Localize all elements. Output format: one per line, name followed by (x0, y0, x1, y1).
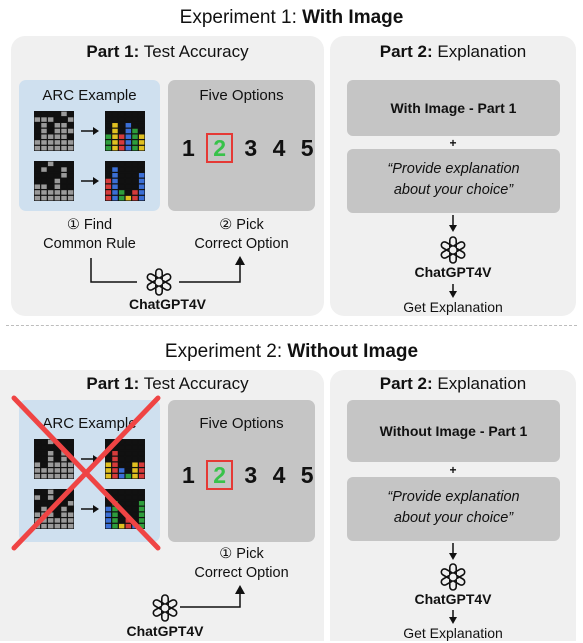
experiment-1-title-bold: With Image (302, 7, 404, 28)
exp1-option-3: 3 (244, 135, 258, 161)
exp2-option-3: 3 (244, 462, 258, 488)
exp1-options-label: Five Options (199, 87, 284, 104)
exp2-part2-box-title: Without Image - Part 1 (347, 400, 560, 462)
exp1-prompt-line2: about your choice” (393, 182, 514, 198)
exp2-part1-heading-rest: Test Accuracy (139, 374, 249, 393)
exp2-part1-flow-arrows (180, 585, 245, 608)
exp2-arc-label: ARC Example (42, 415, 137, 432)
exp1-arc-label: ARC Example (42, 87, 137, 104)
experiment-2-title: Experiment 2: Without Image (0, 341, 583, 363)
exp1-step2-line1: ② Pick (219, 217, 264, 233)
exp1-part2-plus: + (449, 136, 457, 150)
exp1-part2-heading: Part 2: Explanation (330, 42, 576, 62)
exp2-step1-label: ① Pick Correct Option (168, 545, 315, 583)
exp2-step1-line1: ① Pick (219, 546, 264, 562)
exp2-part2-panel: Part 2: Explanation Without Image - Part… (330, 370, 576, 641)
exp1-option-numbers: 1 2 3 4 5 (182, 133, 314, 163)
experiment-divider (6, 325, 577, 326)
exp2-option-1: 1 (182, 462, 195, 488)
exp1-option-1: 1 (182, 135, 195, 161)
exp2-prompt-line2: about your choice” (393, 510, 514, 526)
exp2-step1-line2: Correct Option (194, 565, 289, 581)
exp2-option-numbers: 1 2 3 4 5 (182, 460, 314, 490)
exp1-part2-heading-rest: Explanation (432, 42, 527, 61)
exp1-option-4: 4 (272, 135, 286, 161)
exp2-option-5: 5 (300, 462, 314, 488)
exp1-part2-arrows (449, 215, 457, 298)
exp2-part1-openai-logo-icon (152, 594, 178, 622)
exp1-part1-openai-logo-icon (146, 268, 172, 296)
exp2-part2-openai-logo-icon (440, 563, 466, 591)
exp2-part2-plus: + (449, 463, 457, 477)
exp1-part2-result: Get Explanation (403, 299, 503, 315)
exp1-part1-heading-rest: Test Accuracy (139, 42, 249, 61)
exp2-part2-result: Get Explanation (403, 625, 503, 641)
exp1-part2-gpt-label: ChatGPT4V (414, 264, 492, 280)
exp1-prompt-line1: “Provide explanation (387, 161, 520, 177)
exp1-part2-openai-logo-icon (440, 236, 466, 264)
exp2-part2-prompt-box: “Provide explanation about your choice” (347, 477, 560, 541)
experiment-2-title-prefix: Experiment 2: (164, 341, 288, 362)
exp1-part1-flow-arrows (90, 256, 245, 283)
exp1-arc-example-box: ARC Example (19, 80, 160, 211)
exp2-part2-arrows (449, 543, 457, 624)
exp2-options-label: Five Options (199, 415, 284, 432)
experiment-1-title-prefix: Experiment 1: (179, 7, 303, 28)
exp2-option-4: 4 (272, 462, 286, 488)
exp1-part2-prompt-box: “Provide explanation about your choice” (347, 149, 560, 213)
exp2-part1-heading-bold: Part 1: (86, 374, 140, 393)
exp2-options-box: Five Options 1 2 3 4 5 (168, 400, 315, 542)
exp1-part2-panel: Part 2: Explanation With Image - Part 1 … (330, 36, 576, 316)
exp2-part1-gpt-label: ChatGPT4V (126, 623, 204, 639)
exp2-part2-heading: Part 2: Explanation (330, 374, 576, 394)
exp1-option-2-highlighted: 2 (206, 133, 233, 163)
exp2-part1-panel: Part 1: Test Accuracy ARC Example Five O… (0, 370, 324, 641)
exp1-step2-line2: Correct Option (194, 236, 289, 252)
exp2-option-2-highlighted: 2 (206, 460, 233, 490)
exp2-part1-heading: Part 1: Test Accuracy (11, 374, 324, 394)
exp1-options-box: Five Options 1 2 3 4 5 (168, 80, 315, 211)
experiment-1-title: Experiment 1: With Image (0, 7, 583, 29)
exp1-step1-label: ① Find Common Rule (19, 216, 160, 254)
exp1-option-5: 5 (300, 135, 314, 161)
exp1-part2-box-title: With Image - Part 1 (347, 80, 560, 136)
exp2-part2-heading-bold: Part 2: (379, 374, 433, 393)
exp1-arc-grids (34, 111, 145, 201)
exp1-part2-heading-bold: Part 2: (379, 42, 433, 61)
exp2-part2-heading-rest: Explanation (432, 374, 527, 393)
exp1-step2-label: ② Pick Correct Option (168, 216, 315, 254)
exp1-part1-gpt-label: ChatGPT4V (128, 296, 206, 312)
exp1-step1-line1: ① Find (66, 217, 113, 233)
exp2-part2-gpt-label: ChatGPT4V (414, 591, 492, 607)
exp2-prompt-line1: “Provide explanation (387, 489, 520, 505)
exp1-step1-line2: Common Rule (43, 236, 136, 252)
experiment-2-title-bold: Without Image (287, 341, 419, 362)
exp1-part1-panel: Part 1: Test Accuracy ARC Example Five O… (11, 36, 324, 316)
exp1-part1-heading-bold: Part 1: (86, 42, 140, 61)
exp2-red-cross-icon (11, 395, 161, 551)
exp1-part1-heading: Part 1: Test Accuracy (11, 42, 324, 62)
